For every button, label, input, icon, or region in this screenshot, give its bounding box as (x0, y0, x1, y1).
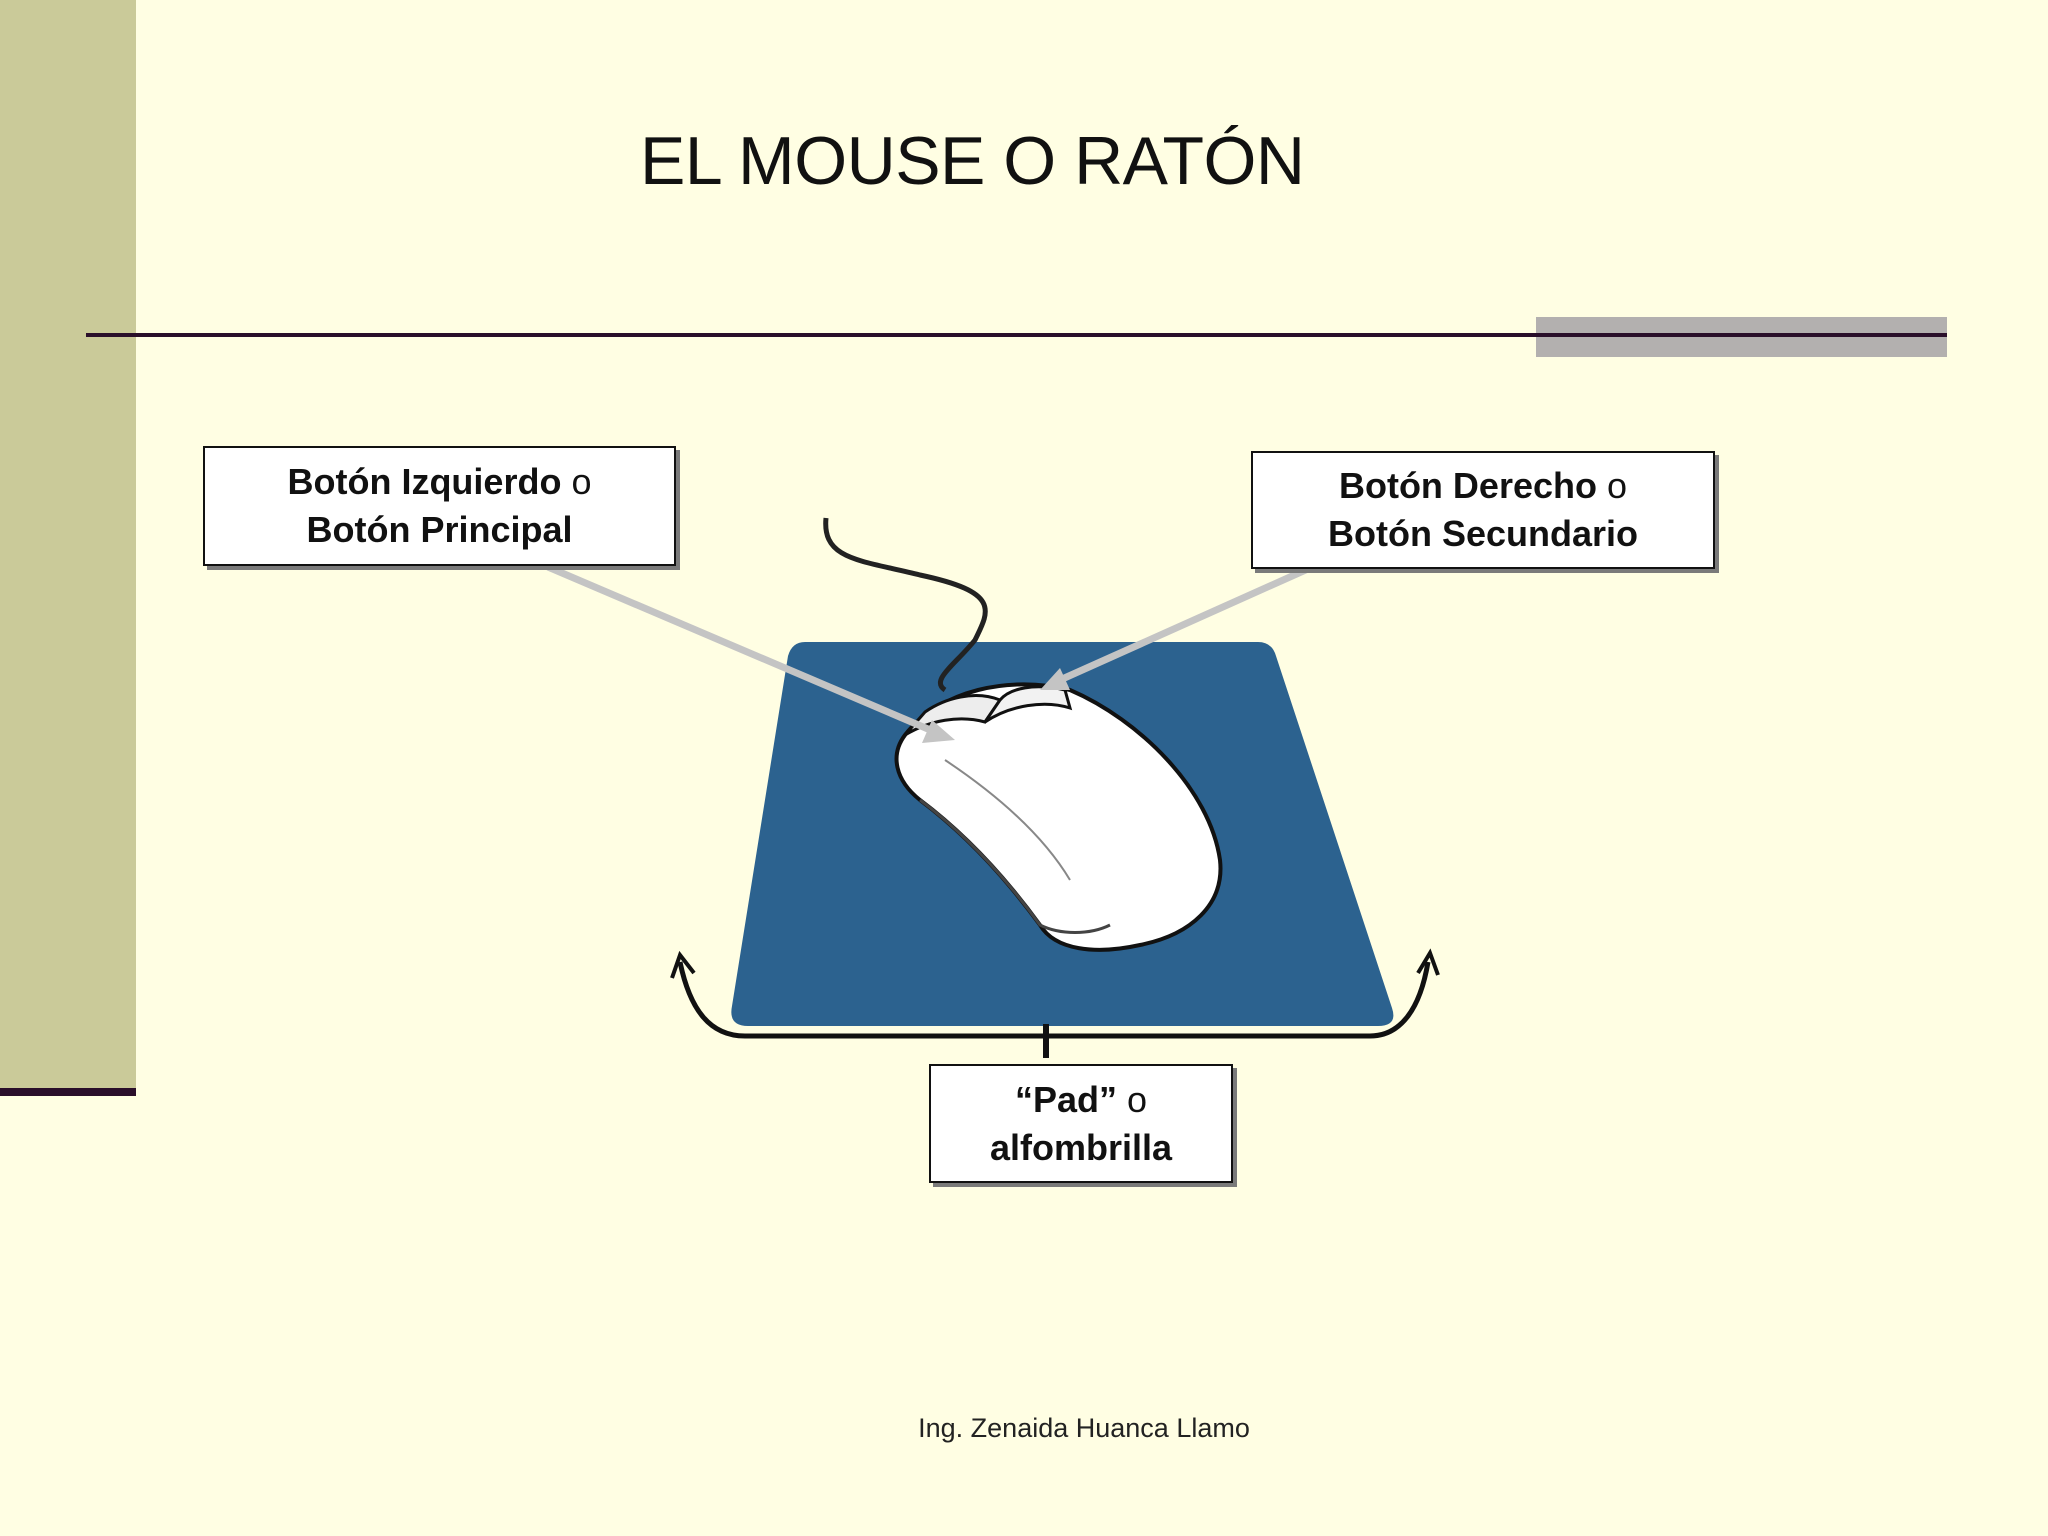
right-button-label-connector: o (1607, 465, 1628, 506)
brace-right-arrowhead (1416, 948, 1440, 976)
left-button-label-line2: Botón Principal (306, 509, 573, 550)
left-sidebar-underline (0, 1088, 136, 1096)
title-rule-accent (1536, 317, 1947, 357)
pad-label: “Pad” o alfombrilla (929, 1064, 1233, 1183)
left-button-arrowhead (922, 720, 955, 743)
pad-label-line2: alfombrilla (989, 1126, 1173, 1168)
pad-label-line1: “Pad” (1014, 1078, 1117, 1120)
left-button-label: Botón Izquierdo o Botón Principal (203, 446, 676, 566)
right-button-label-line1: Botón Derecho (1338, 465, 1597, 506)
pad-brace (677, 961, 1431, 1039)
right-button-arrow (1058, 564, 1312, 684)
mouse-cable (823, 517, 988, 693)
left-sidebar-bar (0, 0, 136, 1088)
brace-left-arrowhead (670, 950, 696, 979)
right-button-label-line2: Botón Secundario (1327, 513, 1638, 554)
slide-footer: Ing. Zenaida Huanca Llamo (918, 1413, 1250, 1443)
title-rule (86, 333, 1947, 337)
right-button-arrowhead (1040, 668, 1070, 690)
left-button-label-connector: o (571, 461, 592, 502)
left-button-label-line1: Botón Izquierdo (287, 461, 562, 502)
slide-title: EL MOUSE O RATÓN (640, 123, 1305, 199)
pad-label-connector: o (1127, 1078, 1148, 1120)
right-button-label: Botón Derecho o Botón Secundario (1251, 451, 1715, 569)
left-button-arrow (546, 563, 937, 736)
